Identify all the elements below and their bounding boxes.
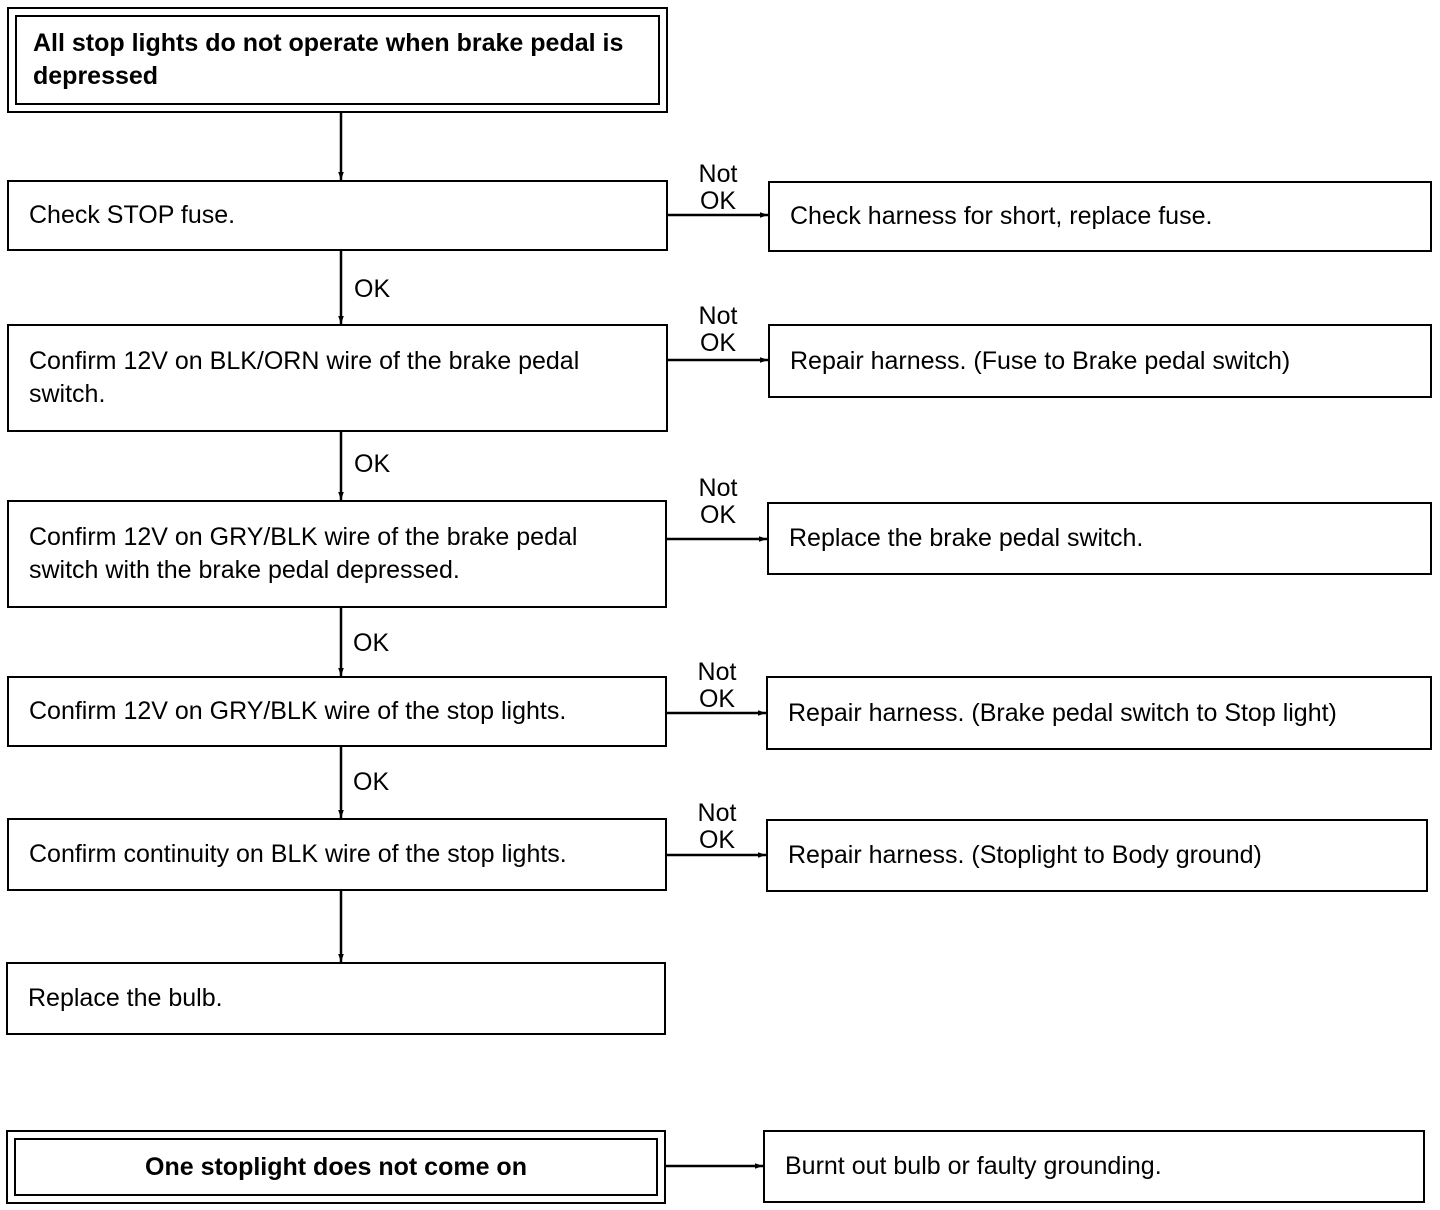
- step-text: Confirm 12V on BLK/ORN wire of the brake…: [29, 347, 580, 408]
- chart2-start-text: One stoplight does not come on: [14, 1138, 658, 1196]
- not-ok-line1: Not: [697, 658, 737, 686]
- not-ok-line2: OK: [699, 329, 737, 357]
- fail-box-replace-switch: Replace the brake pedal switch.: [767, 502, 1432, 575]
- step-text: Confirm 12V on GRY/BLK wire of the brake…: [29, 523, 578, 584]
- ok-label: OK: [354, 275, 391, 303]
- step-text: Confirm 12V on GRY/BLK wire of the stop …: [29, 697, 567, 725]
- not-ok-label: Not OK: [692, 161, 744, 215]
- fail-text: Replace the brake pedal switch.: [789, 524, 1144, 552]
- fail-box-repair-stoplight-to-ground: Repair harness. (Stoplight to Body groun…: [766, 819, 1428, 892]
- fail-text: Repair harness. (Stoplight to Body groun…: [788, 841, 1262, 869]
- fail-box-check-harness: Check harness for short, replace fuse.: [768, 181, 1432, 252]
- ok-label: OK: [353, 629, 390, 657]
- chart2-result-text: Burnt out bulb or faulty grounding.: [785, 1152, 1162, 1180]
- chart2-start-box: One stoplight does not come on: [6, 1130, 666, 1204]
- not-ok-label: Not OK: [692, 303, 744, 357]
- not-ok-label: Not OK: [691, 800, 743, 854]
- not-ok-label: Not OK: [691, 659, 743, 713]
- step-box-gry-blk-brake-switch: Confirm 12V on GRY/BLK wire of the brake…: [7, 500, 667, 608]
- step-box-blk-orn-brake-switch: Confirm 12V on BLK/ORN wire of the brake…: [7, 324, 668, 432]
- final-box-replace-bulb: Replace the bulb.: [6, 962, 666, 1035]
- step-text: Confirm continuity on BLK wire of the st…: [29, 840, 567, 868]
- ok-label: OK: [353, 768, 390, 796]
- step-box-check-stop-fuse: Check STOP fuse.: [7, 180, 668, 251]
- fail-text: Check harness for short, replace fuse.: [790, 202, 1213, 230]
- chart2-result-box: Burnt out bulb or faulty grounding.: [763, 1130, 1425, 1203]
- not-ok-line1: Not: [697, 799, 737, 827]
- ok-label: OK: [354, 450, 391, 478]
- not-ok-label: Not OK: [692, 475, 744, 529]
- final-text: Replace the bulb.: [28, 984, 223, 1012]
- not-ok-line2: OK: [699, 187, 737, 215]
- fail-box-repair-switch-to-stoplight: Repair harness. (Brake pedal switch to S…: [766, 676, 1432, 750]
- step-text: Check STOP fuse.: [29, 201, 236, 229]
- not-ok-line2: OK: [698, 826, 736, 854]
- not-ok-line1: Not: [698, 302, 738, 330]
- fail-box-repair-fuse-to-switch: Repair harness. (Fuse to Brake pedal swi…: [768, 324, 1432, 398]
- step-box-gry-blk-stop-lights: Confirm 12V on GRY/BLK wire of the stop …: [7, 676, 667, 747]
- not-ok-line1: Not: [698, 474, 738, 502]
- not-ok-line2: OK: [699, 501, 737, 529]
- chart1-start-box: All stop lights do not operate when brak…: [7, 7, 668, 113]
- not-ok-line2: OK: [698, 685, 736, 713]
- fail-text: Repair harness. (Fuse to Brake pedal swi…: [790, 346, 1291, 375]
- chart1-start-text: All stop lights do not operate when brak…: [15, 15, 660, 105]
- not-ok-line1: Not: [698, 160, 738, 188]
- fail-text: Repair harness. (Brake pedal switch to S…: [788, 698, 1337, 727]
- step-box-blk-continuity: Confirm continuity on BLK wire of the st…: [7, 818, 667, 891]
